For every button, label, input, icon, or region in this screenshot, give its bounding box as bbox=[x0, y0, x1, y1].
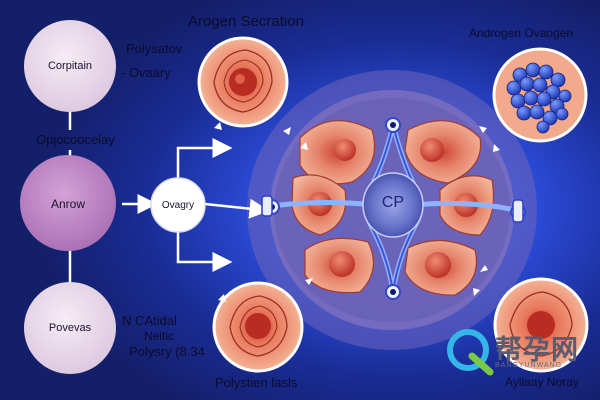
center-label: CP bbox=[381, 194, 405, 211]
caption-bottom-right: Ayllaay Noray bbox=[505, 375, 579, 389]
watermark-pinyin: BANGYUNWANG bbox=[495, 362, 563, 369]
label-cathedal: N CAtidal bbox=[122, 313, 177, 328]
label-polysatov: Polysatov bbox=[126, 41, 183, 56]
watermark-logo-icon bbox=[447, 329, 494, 376]
circle-povevas bbox=[24, 282, 116, 374]
side-plugs bbox=[261, 195, 524, 223]
tissue-circle-top bbox=[197, 36, 289, 128]
caption-bottom-left: Polystien lasls bbox=[215, 375, 298, 390]
watermark: 帮孕网 BANGYUNWANG bbox=[445, 326, 595, 386]
tissue-circle-bottom-left bbox=[212, 281, 304, 373]
diagram-title: Arogen Secration bbox=[188, 13, 304, 30]
top-right-title: Androgen Ovaogen bbox=[469, 26, 574, 40]
label-opjocoocelay: Opjocoocelay bbox=[36, 132, 115, 147]
tissue-circle-bottom-right bbox=[493, 277, 589, 373]
label-neitic: Neitic bbox=[144, 329, 175, 343]
hub-label: Ovagry bbox=[161, 200, 195, 211]
circle-povevas-label: Povevas bbox=[48, 322, 92, 334]
circle-corpitain bbox=[24, 20, 116, 112]
lobe-bottom-left bbox=[304, 237, 375, 294]
watermark-chars: 帮孕网 bbox=[495, 335, 579, 366]
circle-anrow bbox=[20, 155, 116, 251]
label-ovaary: - Ovaary bbox=[121, 65, 171, 80]
hub-circle bbox=[150, 177, 206, 233]
organ-arrows bbox=[214, 122, 500, 302]
follicle-cluster-circle bbox=[492, 47, 588, 143]
circle-corpitain-label: Corpitain bbox=[47, 60, 93, 72]
lobe-top-left bbox=[299, 120, 376, 185]
lobe-bottom-right bbox=[404, 239, 477, 296]
center-node bbox=[362, 172, 424, 238]
lobe-top-right bbox=[404, 120, 482, 184]
label-polysry: Polysry (8.34 bbox=[129, 344, 205, 359]
circle-anrow-label: Anrow bbox=[50, 197, 85, 211]
central-organ bbox=[247, 70, 537, 350]
